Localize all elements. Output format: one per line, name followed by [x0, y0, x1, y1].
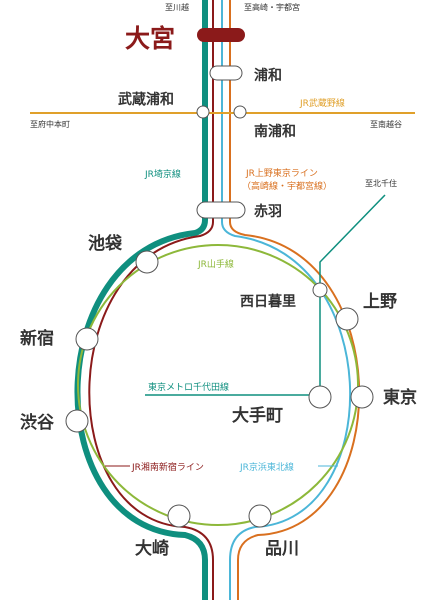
- omiya-station-marker[interactable]: [197, 28, 245, 42]
- omiya-label: 大宮: [125, 24, 175, 53]
- chiyoda-line-route: [319, 194, 386, 395]
- minami-urawa-station-marker[interactable]: [233, 105, 247, 119]
- keihin-tohoku-line-route: [221, 0, 351, 600]
- saikyo-line-label: JR埼京線: [144, 168, 181, 180]
- nishi-nippori-label: 西日暮里: [240, 293, 296, 310]
- osaki-label: 大崎: [135, 538, 169, 559]
- musashi-urawa-label: 武蔵浦和: [118, 91, 174, 108]
- to-kawagoe-label: 至川越: [165, 2, 189, 12]
- to-fuchu-hommachi-label: 至府中本町: [30, 119, 70, 129]
- ueno-tokyo-line-label-1: JR上野東京ライン: [245, 167, 318, 179]
- akabane-station-marker[interactable]: [196, 201, 246, 219]
- nishi-nippori-station-marker[interactable]: [312, 282, 328, 298]
- akabane-label: 赤羽: [254, 204, 282, 220]
- musashino-line-label: JR武蔵野線: [299, 97, 345, 109]
- yamanote-line-loop: [77, 244, 359, 526]
- shibuya-station-marker[interactable]: [65, 409, 89, 433]
- shonan-shinjuku-line-route: [88, 0, 214, 600]
- shinagawa-label: 品川: [265, 539, 299, 559]
- urawa-label: 浦和: [254, 67, 282, 84]
- keihin-tohoku-line-label: JR京浜東北線: [239, 461, 294, 473]
- yamanote-line-label: JR山手線: [197, 258, 234, 270]
- chiyoda-line-label: 東京メトロ千代田線: [148, 381, 229, 393]
- to-minami-koshigaya-label: 至南越谷: [370, 119, 402, 129]
- ueno-station-marker[interactable]: [335, 307, 359, 331]
- ueno-label: 上野: [363, 292, 397, 312]
- ikebukuro-station-marker[interactable]: [135, 250, 159, 274]
- to-takasaki-utsunomiya-label: 至高崎・宇都宮: [244, 2, 300, 12]
- tokyo-label: 東京: [383, 387, 417, 408]
- ikebukuro-label: 池袋: [88, 233, 123, 254]
- urawa-station-marker[interactable]: [209, 65, 243, 81]
- shinjuku-label: 新宿: [20, 328, 54, 349]
- osaki-station-marker[interactable]: [167, 504, 191, 528]
- shinjuku-station-marker[interactable]: [75, 327, 99, 351]
- shinagawa-station-marker[interactable]: [248, 504, 272, 528]
- ueno-tokyo-line-label-2: （高崎線・宇都宮線）: [242, 180, 332, 192]
- otemachi-label: 大手町: [232, 405, 283, 426]
- musashi-urawa-station-marker[interactable]: [196, 105, 210, 119]
- otemachi-station-marker[interactable]: [308, 385, 332, 409]
- minami-urawa-label: 南浦和: [254, 123, 296, 140]
- to-kita-senju-label: 至北千住: [365, 178, 397, 188]
- tokyo-station-marker[interactable]: [350, 385, 374, 409]
- shibuya-label: 渋谷: [20, 412, 55, 433]
- shonan-shinjuku-line-label: JR湘南新宿ライン: [131, 461, 204, 473]
